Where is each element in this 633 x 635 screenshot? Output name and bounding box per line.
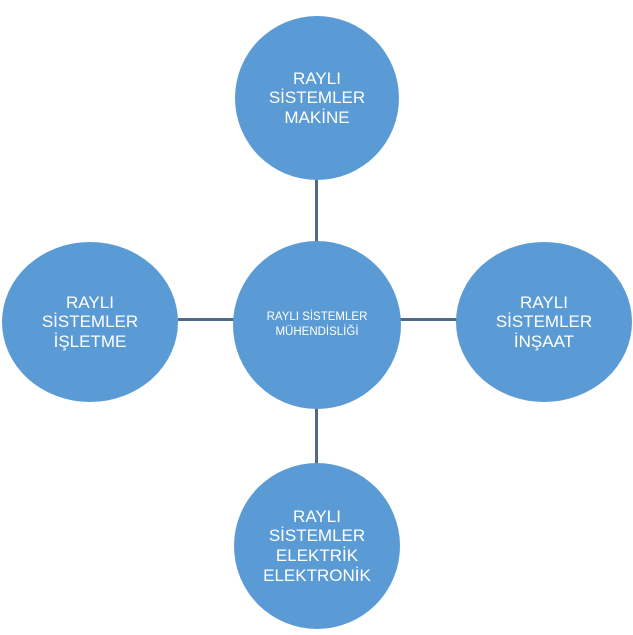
connector-center-bottom xyxy=(315,404,318,466)
connector-center-right xyxy=(400,318,457,321)
node-top-label: RAYLI SİSTEMLER MAKİNE xyxy=(268,68,366,127)
node-right: RAYLI SİSTEMLER İNŞAAT xyxy=(456,242,632,402)
connector-center-left xyxy=(178,318,234,321)
node-center: RAYLI SİSTEMLER MÜHENDİSLİĞİ xyxy=(233,241,401,409)
node-right-label: RAYLI SİSTEMLER İNŞAAT xyxy=(495,292,593,351)
node-top: RAYLI SİSTEMLER MAKİNE xyxy=(235,16,399,180)
node-bottom-label: RAYLI SİSTEMLER ELEKTRİK ELEKTRONİK xyxy=(263,506,371,585)
connector-center-top xyxy=(315,178,318,246)
node-center-label: RAYLI SİSTEMLER MÜHENDİSLİĞİ xyxy=(266,311,368,338)
node-left: RAYLI SİSTEMLER İŞLETME xyxy=(2,242,178,402)
node-left-label: RAYLI SİSTEMLER İŞLETME xyxy=(41,292,139,351)
node-bottom: RAYLI SİSTEMLER ELEKTRİK ELEKTRONİK xyxy=(234,463,400,629)
